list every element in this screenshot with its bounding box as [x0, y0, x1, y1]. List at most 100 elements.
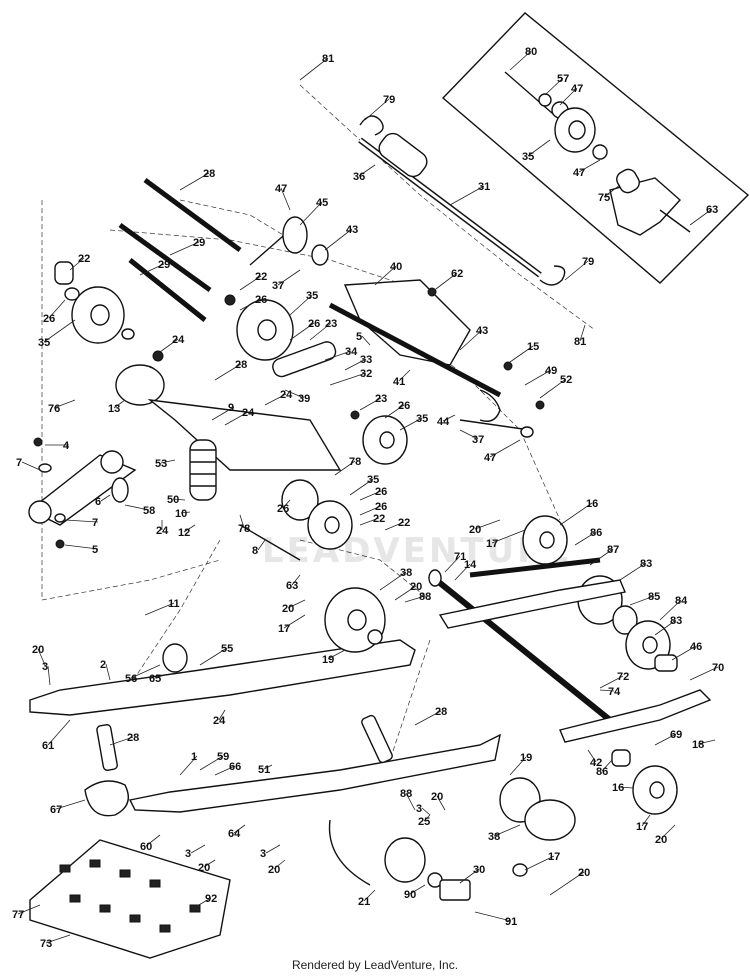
leader-line: [617, 786, 634, 789]
leader-line: [358, 164, 376, 177]
leader-line: [384, 521, 405, 531]
callout-28: 28: [203, 168, 215, 180]
leader-line: [47, 719, 71, 746]
leader-line: [359, 517, 380, 526]
leader-line: [273, 859, 286, 870]
callout-20: 20: [431, 791, 443, 803]
leader-line: [329, 372, 367, 386]
callout-63: 63: [706, 204, 718, 216]
callout-26: 26: [255, 294, 267, 306]
leader-line: [280, 187, 291, 211]
leader-line: [449, 185, 485, 206]
callout-65: 65: [149, 673, 161, 685]
callout-35: 35: [38, 337, 50, 349]
front-arm-assembly: [28, 364, 353, 561]
callout-64: 64: [228, 828, 241, 840]
callout-35: 35: [522, 151, 534, 163]
leader-line: [283, 614, 306, 629]
callout-22: 22: [78, 253, 90, 265]
leader-line: [113, 399, 126, 409]
callout-67: 67: [50, 804, 62, 816]
leader-line: [289, 294, 313, 316]
leader-line: [374, 265, 397, 286]
callout-53: 53: [155, 458, 167, 470]
leader-line: [327, 649, 346, 660]
callout-40: 40: [390, 261, 402, 273]
callout-31: 31: [478, 181, 490, 193]
callout-43: 43: [476, 325, 488, 337]
leader-line: [384, 404, 405, 419]
leader-line: [564, 260, 589, 281]
callout-47: 47: [484, 452, 496, 464]
leader-line: [414, 710, 442, 726]
leader-line: [405, 792, 416, 811]
callout-23: 23: [325, 318, 337, 330]
callout-66: 66: [229, 761, 241, 773]
leader-line: [211, 406, 235, 421]
callout-7: 7: [16, 457, 22, 469]
leader-line: [100, 494, 111, 502]
callout-24: 24: [156, 525, 169, 537]
callout-55: 55: [221, 643, 233, 655]
callout-61: 61: [42, 740, 54, 752]
leader-line: [199, 755, 224, 771]
callout-20: 20: [282, 603, 294, 615]
callout-22: 22: [255, 271, 267, 283]
callout-28: 28: [127, 732, 139, 744]
callout-16: 16: [612, 782, 624, 794]
callout-75: 75: [598, 192, 610, 204]
leader-line: [509, 345, 534, 363]
leader-line: [559, 87, 578, 106]
leader-line: [601, 759, 613, 772]
callout-45: 45: [316, 197, 328, 209]
callout-20: 20: [198, 862, 210, 874]
callout-16: 16: [586, 498, 598, 510]
callout-26: 26: [277, 503, 289, 515]
leader-line: [159, 338, 179, 353]
callout-57: 57: [557, 73, 569, 85]
leader-line: [629, 595, 655, 606]
leader-line: [364, 98, 390, 121]
leader-line: [17, 904, 41, 915]
callout-28: 28: [435, 706, 447, 718]
callout-77: 77: [12, 909, 24, 921]
callout-85: 85: [648, 591, 660, 603]
leader-line: [493, 824, 521, 837]
leader-line: [423, 814, 431, 822]
leader-line: [130, 664, 161, 679]
slide-rails: [29, 579, 712, 817]
lower-parts: [29, 777, 576, 959]
callout-76: 76: [48, 403, 60, 415]
rear-arm-assembly: [272, 279, 545, 465]
leader-line: [524, 369, 552, 386]
callout-19: 19: [322, 654, 334, 666]
callout-84: 84: [675, 595, 688, 607]
callout-4: 4: [63, 440, 70, 452]
leader-line: [379, 571, 407, 591]
callout-24: 24: [242, 407, 255, 419]
leader-line: [359, 505, 382, 516]
callout-19: 19: [520, 752, 532, 764]
callout-74: 74: [608, 686, 621, 698]
callout-labels: 8179363128474543292922224062798137263526…: [12, 46, 724, 950]
callout-11: 11: [168, 598, 180, 610]
leader-line: [257, 539, 266, 551]
callout-36: 36: [353, 171, 365, 183]
leader-line: [587, 749, 597, 763]
leader-line: [224, 411, 249, 426]
callout-37: 37: [472, 434, 484, 446]
leader-line: [189, 897, 212, 911]
callout-78: 78: [349, 456, 361, 468]
callout-24: 24: [172, 334, 185, 346]
leader-line: [697, 739, 716, 745]
callout-5: 5: [356, 331, 362, 343]
leader-line: [489, 439, 521, 458]
leader-line: [527, 139, 551, 157]
leader-line: [474, 519, 501, 530]
leader-line: [459, 429, 479, 440]
leader-line: [579, 324, 586, 342]
leader-line: [37, 648, 46, 666]
leader-line: [154, 674, 166, 679]
leader-line: [398, 369, 411, 382]
leader-line: [599, 689, 615, 692]
